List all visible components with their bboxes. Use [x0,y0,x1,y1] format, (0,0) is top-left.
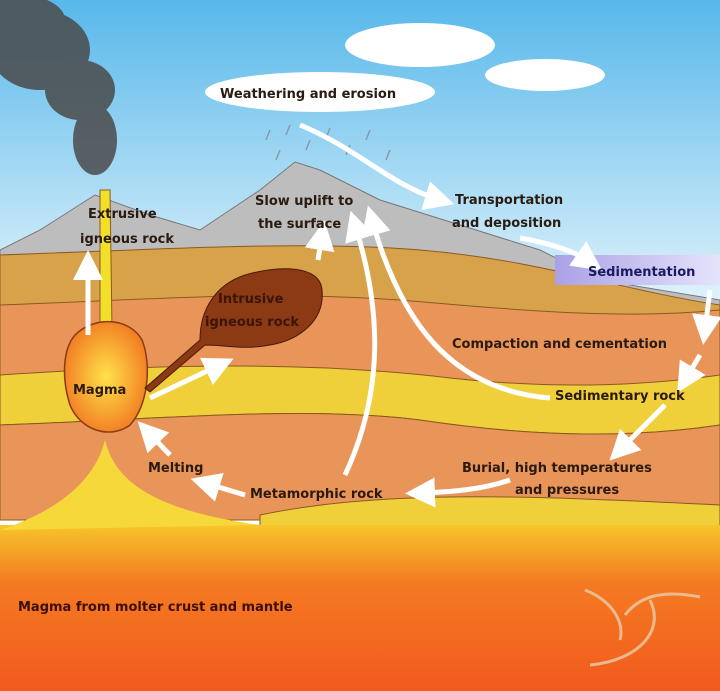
arrow-compaction-sedimentary [677,353,706,393]
magma-chamber [63,321,149,433]
label-burial-2: and pressures [515,483,619,498]
label-sedimentary: Sedimentary rock [555,389,685,404]
label-weathering: Weathering and erosion [220,87,396,102]
arrow-metamorphic-uplift [342,210,378,477]
arrow-weathering-transport [299,122,455,211]
label-extrusive-2: igneous rock [80,232,174,247]
arrow-melting-magma [137,421,172,457]
arrow-metamorphic-melting [190,472,246,502]
label-burial-1: Burial, high temperatures [462,461,652,476]
label-transport-2: and deposition [452,216,561,231]
clouds [205,23,605,112]
arrow-burial-metamorphic [405,477,511,508]
label-mantle: Magma from molter crust and mantle [18,600,293,615]
label-transport-1: Transportation [455,193,563,208]
label-metamorphic: Metamorphic rock [250,487,383,502]
label-melting: Melting [148,461,203,476]
label-sedimentation: Sedimentation [588,265,695,280]
arrow-sedimentary-burial [609,403,667,461]
orange-layer-lower [0,413,720,521]
label-intrusive-2: igneous rock [205,315,299,330]
arrow-sedimentation-compaction [691,289,720,345]
arrow-sedimentary-uplift [361,205,551,401]
label-extrusive-1: Extrusive [88,207,157,222]
arrow-transport-sedimentation [519,235,603,271]
label-intrusive-1: Intrusive [218,292,284,307]
label-uplift-1: Slow uplift to [255,194,353,209]
yellow-lower [259,496,720,531]
cycle-arrows [73,122,720,508]
label-magma: Magma [73,383,126,398]
arrow-intrusive-uplift [304,220,335,261]
intrusive-body [144,268,323,393]
label-uplift-2: the surface [258,217,341,232]
volcanic-smoke [0,0,117,175]
label-compaction: Compaction and cementation [452,337,667,352]
magma-rise [0,440,260,530]
arrow-magma-intrusive [148,357,234,401]
bird-logo-icon [584,588,701,667]
